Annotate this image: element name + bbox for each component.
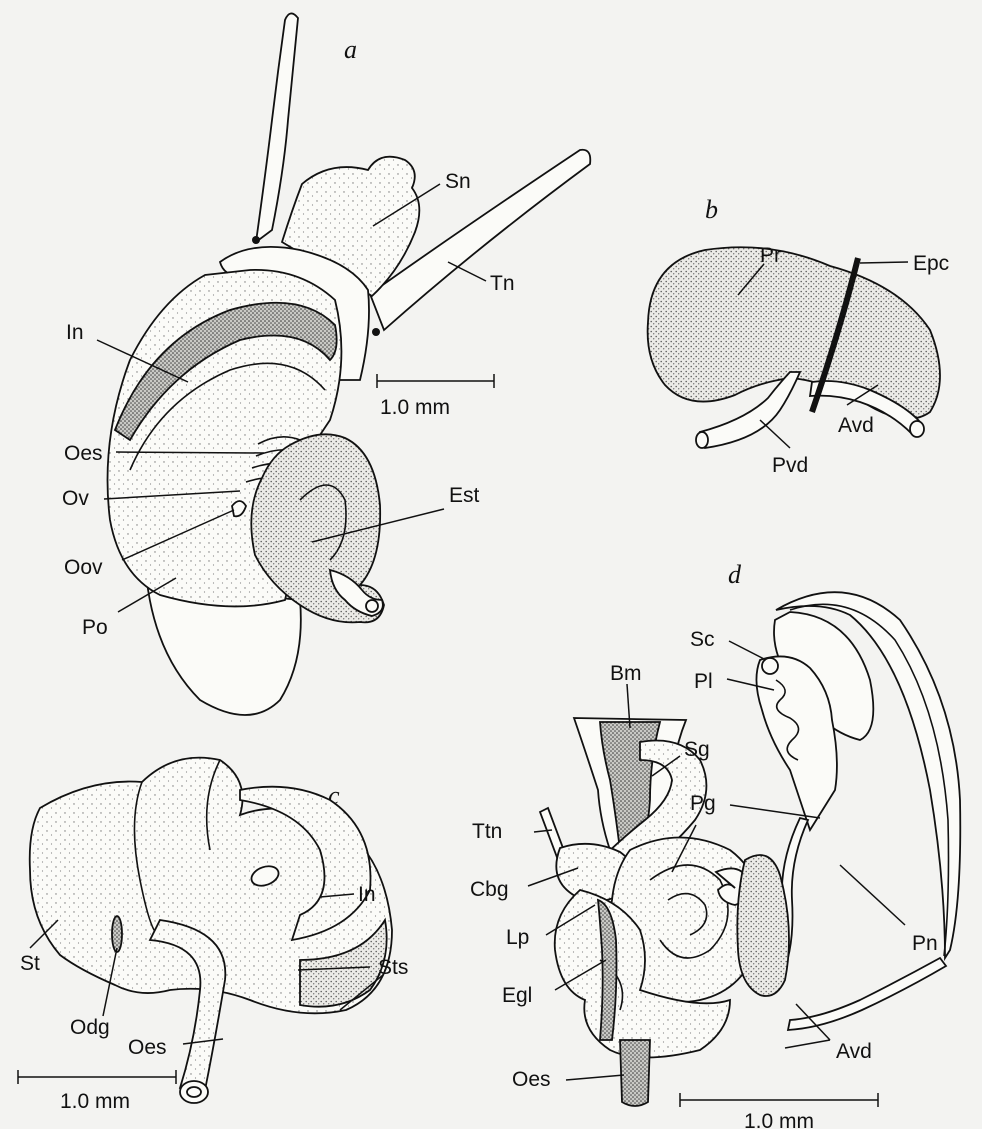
label-oes-d: Oes: [512, 1068, 551, 1091]
label-ov: Ov: [62, 487, 89, 510]
label-pg: Pg: [690, 792, 716, 815]
scale-label-a: 1.0 mm: [380, 396, 450, 419]
vas-deferens-d: [788, 958, 946, 1030]
leader-oes-d: [566, 1075, 624, 1080]
label-avd-b: Avd: [838, 414, 874, 437]
leader-pn: [840, 865, 905, 925]
label-odg: Odg: [70, 1016, 110, 1039]
label-avd-d: Avd: [836, 1040, 872, 1063]
label-in-a: In: [66, 321, 84, 344]
label-oes-c: Oes: [128, 1036, 167, 1059]
label-oov: Oov: [64, 556, 103, 579]
scale-bar-c: 1.0 mm: [18, 1070, 176, 1113]
panel-b-letter: b: [705, 195, 718, 224]
leader-avd-d-2: [785, 1040, 830, 1048]
label-sc: Sc: [690, 628, 715, 651]
label-sn: Sn: [445, 170, 471, 193]
panel-b: b Pr Epc Avd Pvd: [648, 195, 950, 477]
panel-d-letter: d: [728, 560, 742, 589]
label-in-c: In: [358, 883, 376, 906]
leader-pvd: [760, 420, 790, 448]
prostate: [648, 247, 940, 419]
scale-bar-d: 1.0 mm: [680, 1093, 878, 1129]
label-egl: Egl: [502, 984, 532, 1007]
label-st: St: [20, 952, 40, 975]
label-cbg: Cbg: [470, 878, 509, 901]
label-est: Est: [449, 484, 480, 507]
seminal-receptacle: [762, 658, 778, 674]
panel-a: a 1.0 mm: [62, 13, 590, 715]
scale-bar-a: 1.0 mm: [377, 374, 494, 419]
label-pr: Pr: [760, 244, 781, 267]
pvd-opening: [696, 432, 708, 448]
leader-epc: [860, 262, 908, 263]
label-tn: Tn: [490, 272, 515, 295]
stippled-vesicle: [737, 855, 789, 996]
leader-oes-a: [116, 452, 264, 453]
label-lp: Lp: [506, 926, 529, 949]
panel-c: c 1.0 mm In St Sts Odg Oes: [18, 758, 408, 1113]
label-sts: Sts: [378, 956, 408, 979]
label-bm: Bm: [610, 662, 642, 685]
panel-a-letter: a: [344, 35, 357, 64]
eye-left: [252, 236, 260, 244]
avd-opening: [910, 421, 924, 437]
label-pl: Pl: [694, 670, 713, 693]
stomach-spiral-tip: [366, 600, 378, 612]
oesophagus-lumen-c: [187, 1087, 201, 1097]
scale-label-d: 1.0 mm: [744, 1110, 814, 1129]
label-sg: Sg: [684, 738, 710, 761]
label-epc: Epc: [913, 252, 949, 275]
label-oes-a: Oes: [64, 442, 103, 465]
eye-right: [372, 328, 380, 336]
label-ttn: Ttn: [472, 820, 502, 843]
tentacle-left: [256, 13, 298, 242]
oesophagus-d: [620, 1040, 650, 1106]
scale-label-c: 1.0 mm: [60, 1090, 130, 1113]
odg-opening: [112, 916, 122, 952]
leader-sc: [729, 641, 766, 660]
panel-d: d: [470, 560, 960, 1129]
label-pn: Pn: [912, 932, 938, 955]
label-pvd: Pvd: [772, 454, 808, 477]
label-po: Po: [82, 616, 108, 639]
